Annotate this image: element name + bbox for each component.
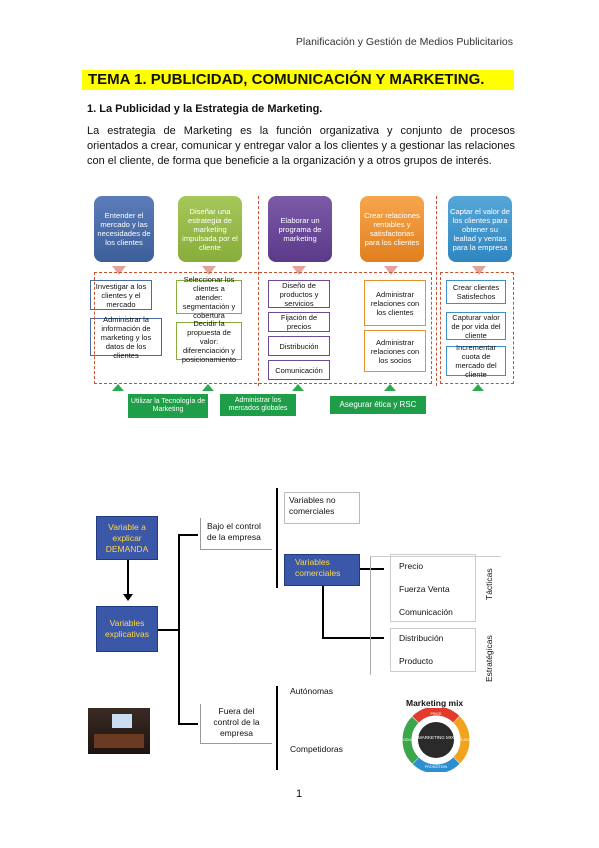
col5-item: Crear clientes Satisfechos: [446, 280, 506, 304]
connector: [360, 568, 384, 570]
mix-title: Marketing mix: [406, 698, 464, 708]
mix-segment-label: PRODUCT: [398, 738, 417, 742]
connector: [178, 534, 198, 536]
bracket-line: [276, 488, 278, 588]
audience: [94, 734, 144, 748]
bajo-control-box: Bajo el control de la empresa: [200, 518, 272, 550]
step-5: Captar el valor de los clientes para obt…: [448, 196, 512, 262]
estrategica-item: Distribución: [399, 633, 444, 643]
foot-globales: Administrar los mercados globales: [220, 394, 296, 416]
tactica-item: Precio: [399, 561, 424, 571]
marketing-mix-wheel: MARKETING MIX PRICE PLACE PROMOTION PROD…: [398, 708, 471, 772]
place-segment: [402, 708, 470, 772]
mix-frame: [370, 556, 501, 675]
connector: [322, 586, 324, 638]
connector: [178, 723, 198, 725]
col4-item: Administrar relaciones con los socios: [364, 330, 426, 372]
estrategica-item: Producto: [399, 656, 434, 666]
tactica-item: Fuerza Venta: [399, 584, 450, 594]
mix-segment-label: PRICE: [431, 712, 443, 716]
down-arrow: [292, 266, 306, 275]
intro-paragraph: La estrategia de Marketing es la función…: [87, 125, 515, 167]
conference-photo: [88, 708, 150, 754]
var-explicativas-box: Variables explicativas: [96, 606, 158, 652]
mix-center-label: MARKETING MIX: [418, 735, 454, 740]
connector: [178, 534, 180, 724]
page-header: Planificación y Gestión de Medios Public…: [295, 36, 513, 48]
down-arrow: [384, 266, 398, 275]
step-2: Diseñar una estrategia de marketing impu…: [178, 196, 242, 262]
down-arrow: [112, 266, 126, 275]
up-arrow: [112, 384, 124, 391]
var-demanda-box: Variable a explicar DEMANDA: [96, 516, 158, 560]
estrategicas-list: Distribución Producto: [390, 628, 476, 672]
col4-item: Administrar relaciones con los clientes: [364, 280, 426, 326]
step-4: Crear relaciones rentables y satisfactor…: [360, 196, 424, 262]
col3-item: Diseño de productos y servicios: [268, 280, 330, 308]
col3-item: Fijación de precios: [268, 312, 330, 332]
chapter-title: TEMA 1. PUBLICIDAD, COMUNICACIÓN Y MARKE…: [82, 70, 514, 90]
up-arrow: [472, 384, 484, 391]
down-arrow: [472, 266, 486, 275]
product-segment: [402, 708, 470, 772]
competidoras-label: Competidoras: [290, 744, 343, 754]
section-heading: 1. La Publicidad y la Estrategia de Mark…: [87, 103, 323, 115]
no-comerciales-box: Variables no comerciales: [284, 492, 360, 524]
dashed-frame: [440, 272, 514, 384]
up-arrow: [384, 384, 396, 391]
step-1: Entender el mercado y las necesidades de…: [94, 196, 154, 262]
col5-item: Incrementar cuota de mercado del cliente: [446, 343, 506, 379]
step-3: Elaborar un programa de marketing: [268, 196, 332, 262]
up-arrow: [202, 384, 214, 391]
fuera-control-box: Fuera del control de la empresa: [200, 704, 272, 744]
col3-item: Distribución: [268, 336, 330, 356]
mix-segment-label: PROMOTION: [425, 765, 448, 769]
mix-center-disc: [418, 722, 454, 758]
tacticas-label: Tácticas: [484, 568, 494, 600]
mix-segment-label: PLACE: [459, 738, 471, 742]
estrategicas-label: Estratégicas: [484, 635, 494, 682]
foot-etica: Asegurar ética y RSC: [330, 396, 426, 414]
col2-item: Decidir la propuesta de valor: diferenci…: [176, 319, 242, 364]
col1-item: Investigar a los clientes y el mercado: [90, 280, 152, 310]
up-arrow: [292, 384, 304, 391]
foot-tecnologia: Utilizar la Tecnología de Marketing: [128, 394, 208, 418]
autonomas-label: Autónomas: [290, 686, 333, 696]
col3-item: Comunicación: [268, 360, 330, 380]
down-arrow: [202, 266, 216, 275]
page-number: 1: [296, 788, 303, 800]
connector: [158, 629, 178, 631]
col5-item: Capturar valor de por vida del cliente: [446, 312, 506, 340]
comerciales-box: Variables comerciales: [284, 554, 360, 586]
dashed-frame: [94, 272, 432, 384]
tactica-item: Comunicación: [399, 607, 453, 617]
price-segment: [402, 708, 470, 772]
tacticas-list: Precio Fuerza Venta Comunicación: [390, 554, 476, 622]
bracket-line: [276, 686, 278, 770]
promotion-segment: [402, 708, 470, 772]
projection-screen: [112, 714, 132, 728]
arrow-head: [123, 594, 133, 601]
connector: [322, 637, 384, 639]
col1-item: Administrar la información de marketing …: [90, 315, 162, 360]
divider: [258, 196, 259, 386]
connector: [127, 560, 129, 596]
divider: [436, 196, 437, 386]
